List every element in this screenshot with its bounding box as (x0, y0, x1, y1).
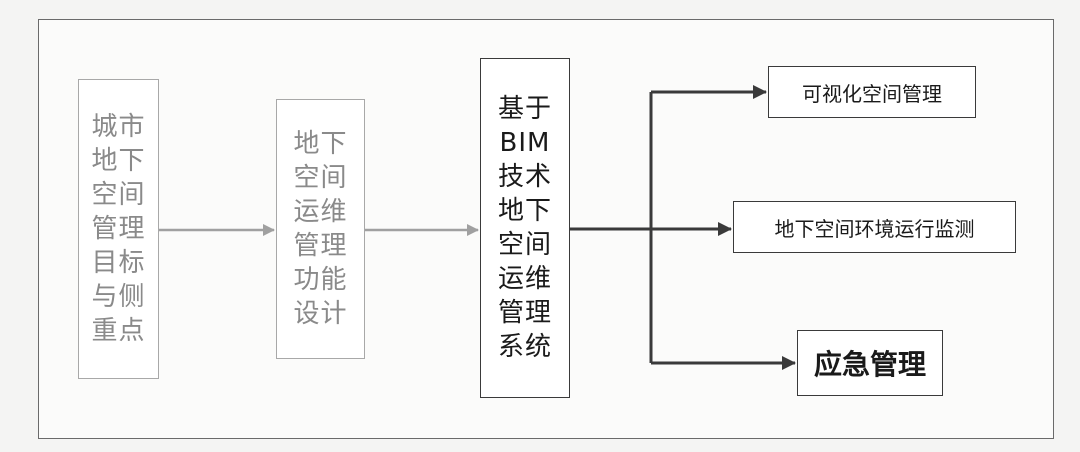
node-goals-label: 城市 地下 空间 管理 目标 与侧 重点 (91, 112, 146, 346)
node-emergency-label: 应急管理 (813, 348, 926, 381)
node-design: 地下 空间 运维 管理 功能 设计 (276, 99, 365, 359)
node-visual: 可视化空间管理 (768, 66, 976, 118)
node-goals: 城市 地下 空间 管理 目标 与侧 重点 (78, 79, 159, 379)
node-design-label: 地下 空间 运维 管理 功能 设计 (293, 129, 348, 329)
node-system: 基于 BIM 技术 地下 空间 运维 管理 系统 (480, 58, 570, 398)
node-visual-label: 可视化空间管理 (802, 81, 942, 106)
node-monitor-label: 地下空间环境运行监测 (774, 216, 975, 241)
node-monitor: 地下空间环境运行监测 (733, 201, 1016, 253)
node-emergency: 应急管理 (797, 330, 943, 396)
node-system-label: 基于 BIM 技术 地下 空间 运维 管理 系统 (497, 94, 552, 362)
